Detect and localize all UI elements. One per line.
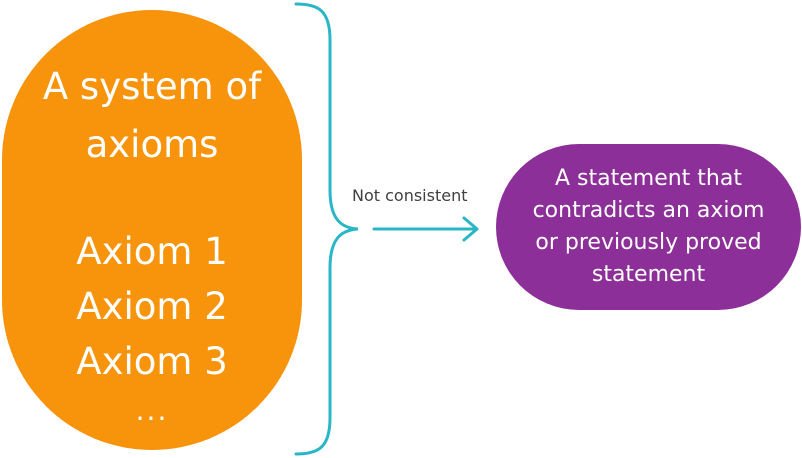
statement-text: A statement that contradicts an axiom or… (532, 166, 765, 287)
axiom-item-3: Axiom 3 (76, 340, 228, 383)
axiom-item-1: Axiom 1 (76, 230, 228, 273)
axiom-item-2: Axiom 2 (76, 285, 228, 328)
contradicting-statement-node: A statement that contradicts an axiom or… (496, 144, 801, 310)
not-consistent-label: Not consistent (352, 186, 468, 205)
axiom-ellipsis: ... (135, 394, 169, 427)
axiom-list: Axiom 1 Axiom 2 Axiom 3 (2, 224, 302, 389)
axiom-system-node: A system of axioms Axiom 1 Axiom 2 Axiom… (2, 10, 302, 450)
axiom-system-title: A system of axioms (42, 65, 262, 166)
curly-brace (294, 2, 359, 456)
arrow-head (462, 216, 479, 242)
